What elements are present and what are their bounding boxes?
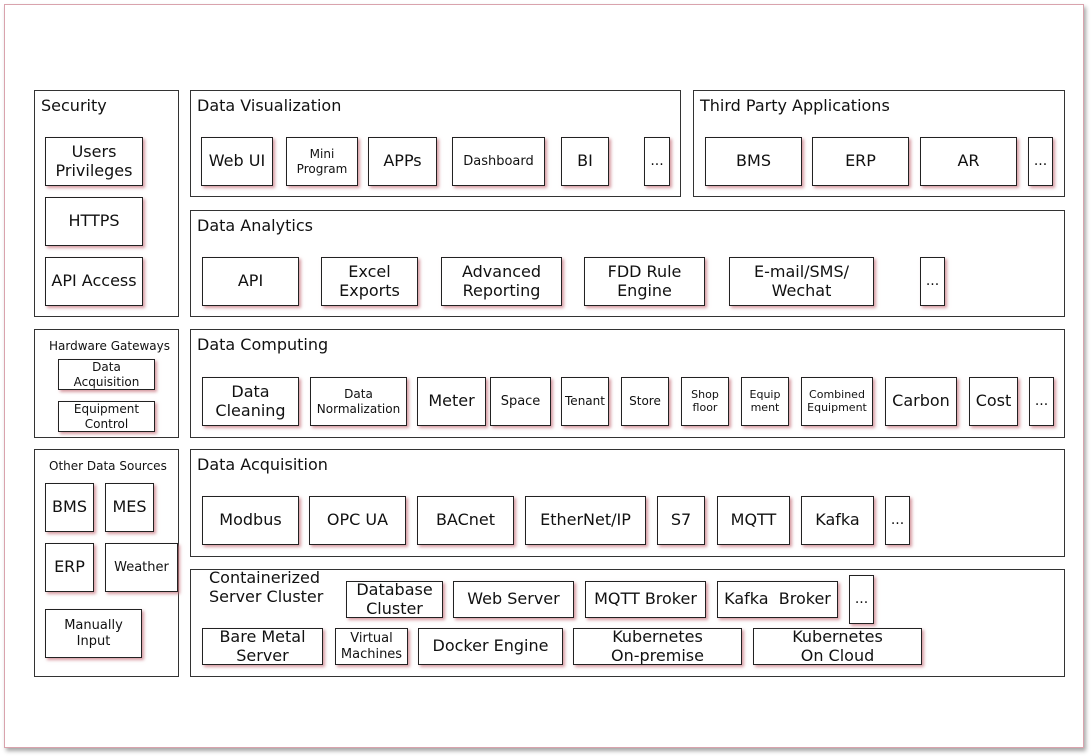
- https-box: HTTPS: [45, 197, 143, 246]
- api-access-box: API Access: [45, 257, 143, 306]
- advanced-reporting-box: Advanced Reporting: [441, 257, 562, 306]
- apps-box: APPs: [368, 137, 437, 186]
- modbus-box: Modbus: [202, 496, 299, 545]
- acquisition-more-box: ...: [885, 496, 910, 545]
- web-ui-box: Web UI: [201, 137, 273, 186]
- manually-input-box: Manually Input: [45, 609, 142, 658]
- mqtt-box: MQTT: [717, 496, 790, 545]
- bacnet-box: BACnet: [417, 496, 514, 545]
- data-analytics-title: Data Analytics: [197, 216, 313, 235]
- computing-more-box: ...: [1029, 377, 1054, 426]
- weather-box: Weather: [105, 543, 178, 592]
- other-data-sources-title: Other Data Sources: [49, 459, 167, 473]
- docker-engine-box: Docker Engine: [418, 628, 563, 665]
- excel-exports-box: Excel Exports: [321, 257, 418, 306]
- server-cluster-title: Containerized Server Cluster: [209, 568, 324, 607]
- combined-equipment-box: Combined Equipment: [801, 377, 873, 426]
- visualization-more-box: ...: [644, 137, 670, 186]
- meter-box: Meter: [417, 377, 486, 426]
- bare-metal-server-box: Bare Metal Server: [202, 628, 323, 665]
- data-acquisition-title: Data Acquisition: [197, 455, 328, 474]
- other-erp-box: ERP: [45, 543, 94, 592]
- mini-program-box: Mini Program: [286, 137, 358, 186]
- data-visualization-panel: Data Visualization Web UI Mini Program A…: [190, 90, 681, 197]
- security-panel: Security Users Privileges HTTPS API Acce…: [34, 90, 179, 317]
- analytics-more-box: ...: [920, 257, 945, 306]
- space-box: Space: [490, 377, 551, 426]
- s7-box: S7: [657, 496, 705, 545]
- opc-ua-box: OPC UA: [309, 496, 406, 545]
- gateway-equipment-control-box: Equipment Control: [58, 401, 155, 432]
- third-party-ar-box: AR: [920, 137, 1017, 186]
- fdd-rule-engine-box: FDD Rule Engine: [584, 257, 705, 306]
- hardware-gateways-panel: Hardware Gateways Data Acquisition Equip…: [34, 329, 179, 438]
- other-mes-box: MES: [105, 483, 154, 532]
- data-analytics-panel: Data Analytics API Excel Exports Advance…: [190, 210, 1065, 317]
- other-data-sources-panel: Other Data Sources BMS MES ERP Weather M…: [34, 449, 179, 677]
- bi-box: BI: [561, 137, 609, 186]
- virtual-machines-box: Virtual Machines: [335, 628, 408, 665]
- ethernet-ip-box: EtherNet/IP: [525, 496, 646, 545]
- mqtt-broker-box: MQTT Broker: [585, 581, 706, 618]
- third-party-erp-box: ERP: [812, 137, 909, 186]
- data-acquisition-panel: Data Acquisition Modbus OPC UA BACnet Et…: [190, 449, 1065, 557]
- web-server-box: Web Server: [453, 581, 574, 618]
- analytics-api-box: API: [202, 257, 299, 306]
- data-normalization-box: Data Normalization: [310, 377, 407, 426]
- data-computing-title: Data Computing: [197, 335, 329, 354]
- dashboard-box: Dashboard: [452, 137, 545, 186]
- third-party-bms-box: BMS: [705, 137, 802, 186]
- cost-box: Cost: [969, 377, 1018, 426]
- other-bms-box: BMS: [45, 483, 94, 532]
- carbon-box: Carbon: [885, 377, 957, 426]
- users-privileges-box: Users Privileges: [45, 137, 143, 186]
- diagram-frame: Security Users Privileges HTTPS API Acce…: [4, 4, 1084, 748]
- third-party-panel: Third Party Applications BMS ERP AR ...: [693, 90, 1065, 197]
- third-party-more-box: ...: [1028, 137, 1053, 186]
- security-title: Security: [41, 96, 107, 115]
- third-party-title: Third Party Applications: [700, 96, 890, 115]
- database-cluster-box: Database Cluster: [346, 581, 443, 618]
- shop-floor-box: Shop floor: [681, 377, 729, 426]
- tenant-box: Tenant: [561, 377, 609, 426]
- hardware-gateways-title: Hardware Gateways: [49, 339, 171, 353]
- kubernetes-on-premise-box: Kubernetes On-premise: [573, 628, 742, 665]
- data-visualization-title: Data Visualization: [197, 96, 342, 115]
- store-box: Store: [621, 377, 669, 426]
- cluster-more-box: ...: [849, 575, 874, 624]
- data-computing-panel: Data Computing Data Cleaning Data Normal…: [190, 329, 1065, 438]
- gateway-data-acquisition-box: Data Acquisition: [58, 359, 155, 390]
- email-sms-wechat-box: E-mail/SMS/ Wechat: [729, 257, 874, 306]
- kubernetes-on-cloud-box: Kubernetes On Cloud: [753, 628, 922, 665]
- kafka-box: Kafka: [801, 496, 874, 545]
- data-cleaning-box: Data Cleaning: [202, 377, 299, 426]
- server-cluster-panel: Containerized Server Cluster Database Cl…: [190, 568, 1065, 677]
- equipment-box: Equip ment: [741, 377, 789, 426]
- kafka-broker-box: Kafka Broker: [717, 581, 838, 618]
